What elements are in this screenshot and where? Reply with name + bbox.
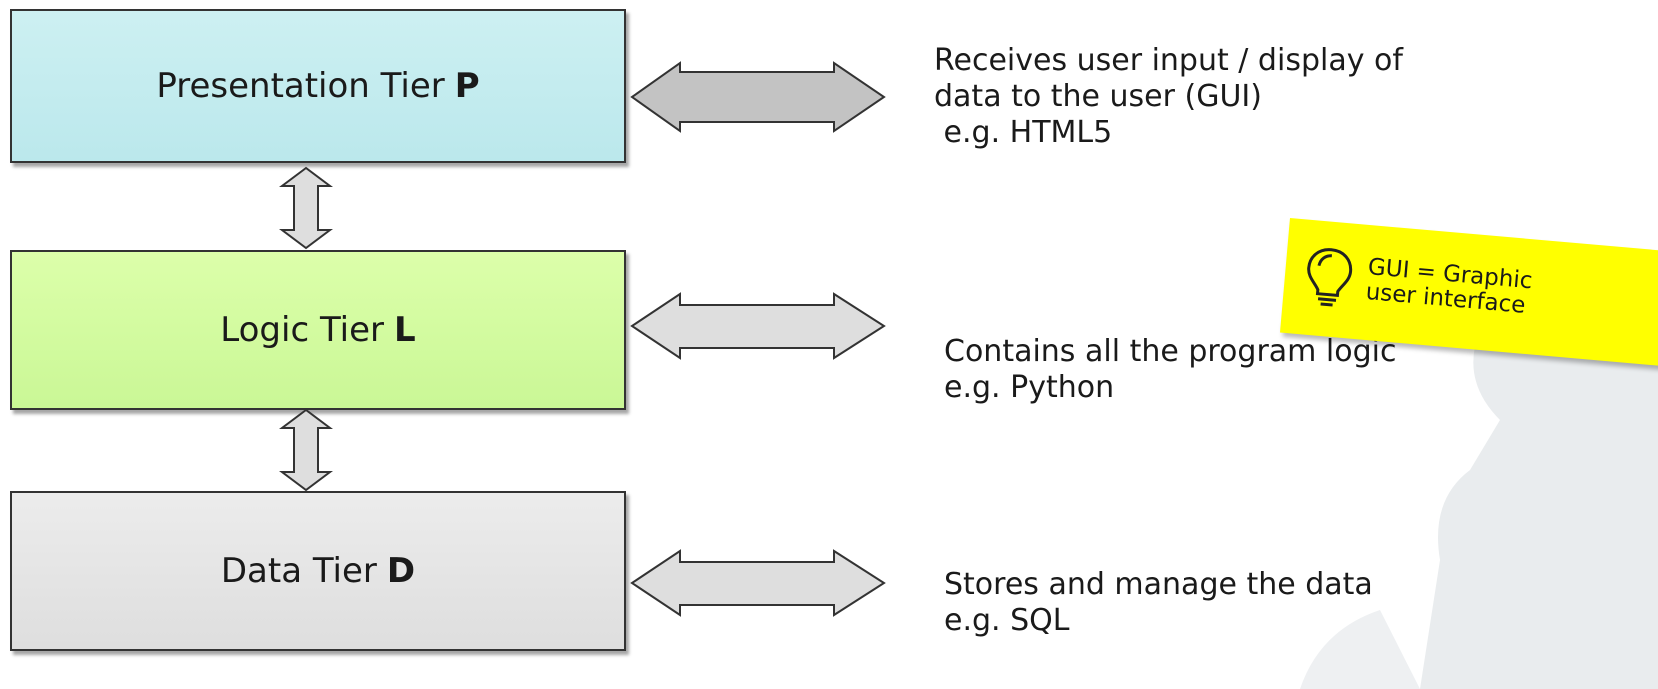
data-tier-label: Data Tier xyxy=(220,551,377,591)
data-tier-box: Data Tier D xyxy=(10,491,626,651)
lightbulb-icon xyxy=(1307,248,1353,307)
data-desc-line1: Stores and manage the data xyxy=(944,567,1373,602)
presentation-logic-vertical-arrow xyxy=(279,166,333,250)
logic-desc-line1: Contains all the program logic xyxy=(944,334,1397,369)
presentation-tier-box: Presentation Tier P xyxy=(10,9,626,163)
data-description: Stores and manage the data e.g. SQL xyxy=(944,567,1373,639)
logic-data-vertical-arrow xyxy=(279,408,333,492)
logic-desc-example: e.g. Python xyxy=(944,370,1115,405)
sticky-note: GUI = Graphic user interface xyxy=(1279,218,1658,371)
data-desc-example: e.g. SQL xyxy=(944,603,1070,638)
presentation-desc-line1: Receives user input / display of xyxy=(934,43,1403,78)
presentation-tier-letter: P xyxy=(454,66,480,106)
presentation-desc-line2: data to the user (GUI) xyxy=(934,79,1262,114)
logic-tier-letter: L xyxy=(394,310,416,350)
logic-tier-label: Logic Tier xyxy=(220,310,385,350)
data-double-arrow xyxy=(630,549,886,617)
presentation-desc-example: e.g. HTML5 xyxy=(934,115,1113,150)
logic-description: Contains all the program logic e.g. Pyth… xyxy=(944,334,1397,406)
note-text: GUI = Graphic user interface xyxy=(1364,254,1534,319)
logic-double-arrow xyxy=(630,292,886,360)
presentation-double-arrow xyxy=(630,61,886,133)
data-tier-letter: D xyxy=(386,551,416,591)
presentation-description: Receives user input / display of data to… xyxy=(934,43,1403,151)
logic-tier-box: Logic Tier L xyxy=(10,250,626,410)
presentation-tier-label: Presentation Tier xyxy=(156,66,445,106)
